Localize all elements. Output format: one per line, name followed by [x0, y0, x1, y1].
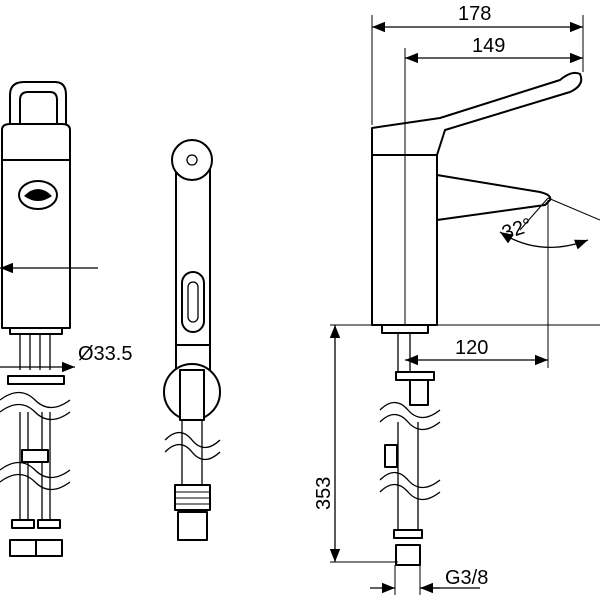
hand-shower — [163, 139, 221, 541]
front-view-faucet: Ø33.5 — [0, 81, 132, 557]
angle-label: 32° — [499, 214, 535, 244]
thread-label: G3/8 — [445, 567, 488, 589]
dimension-149: 149 — [472, 35, 505, 57]
diameter-label: Ø33.5 — [78, 343, 132, 365]
dimension-178: 178 — [458, 3, 491, 25]
dimension-120: 120 — [455, 337, 488, 359]
side-view-faucet: 178 149 32° 120 353 G3/8 — [313, 3, 600, 595]
dimension-353: 353 — [313, 477, 335, 510]
